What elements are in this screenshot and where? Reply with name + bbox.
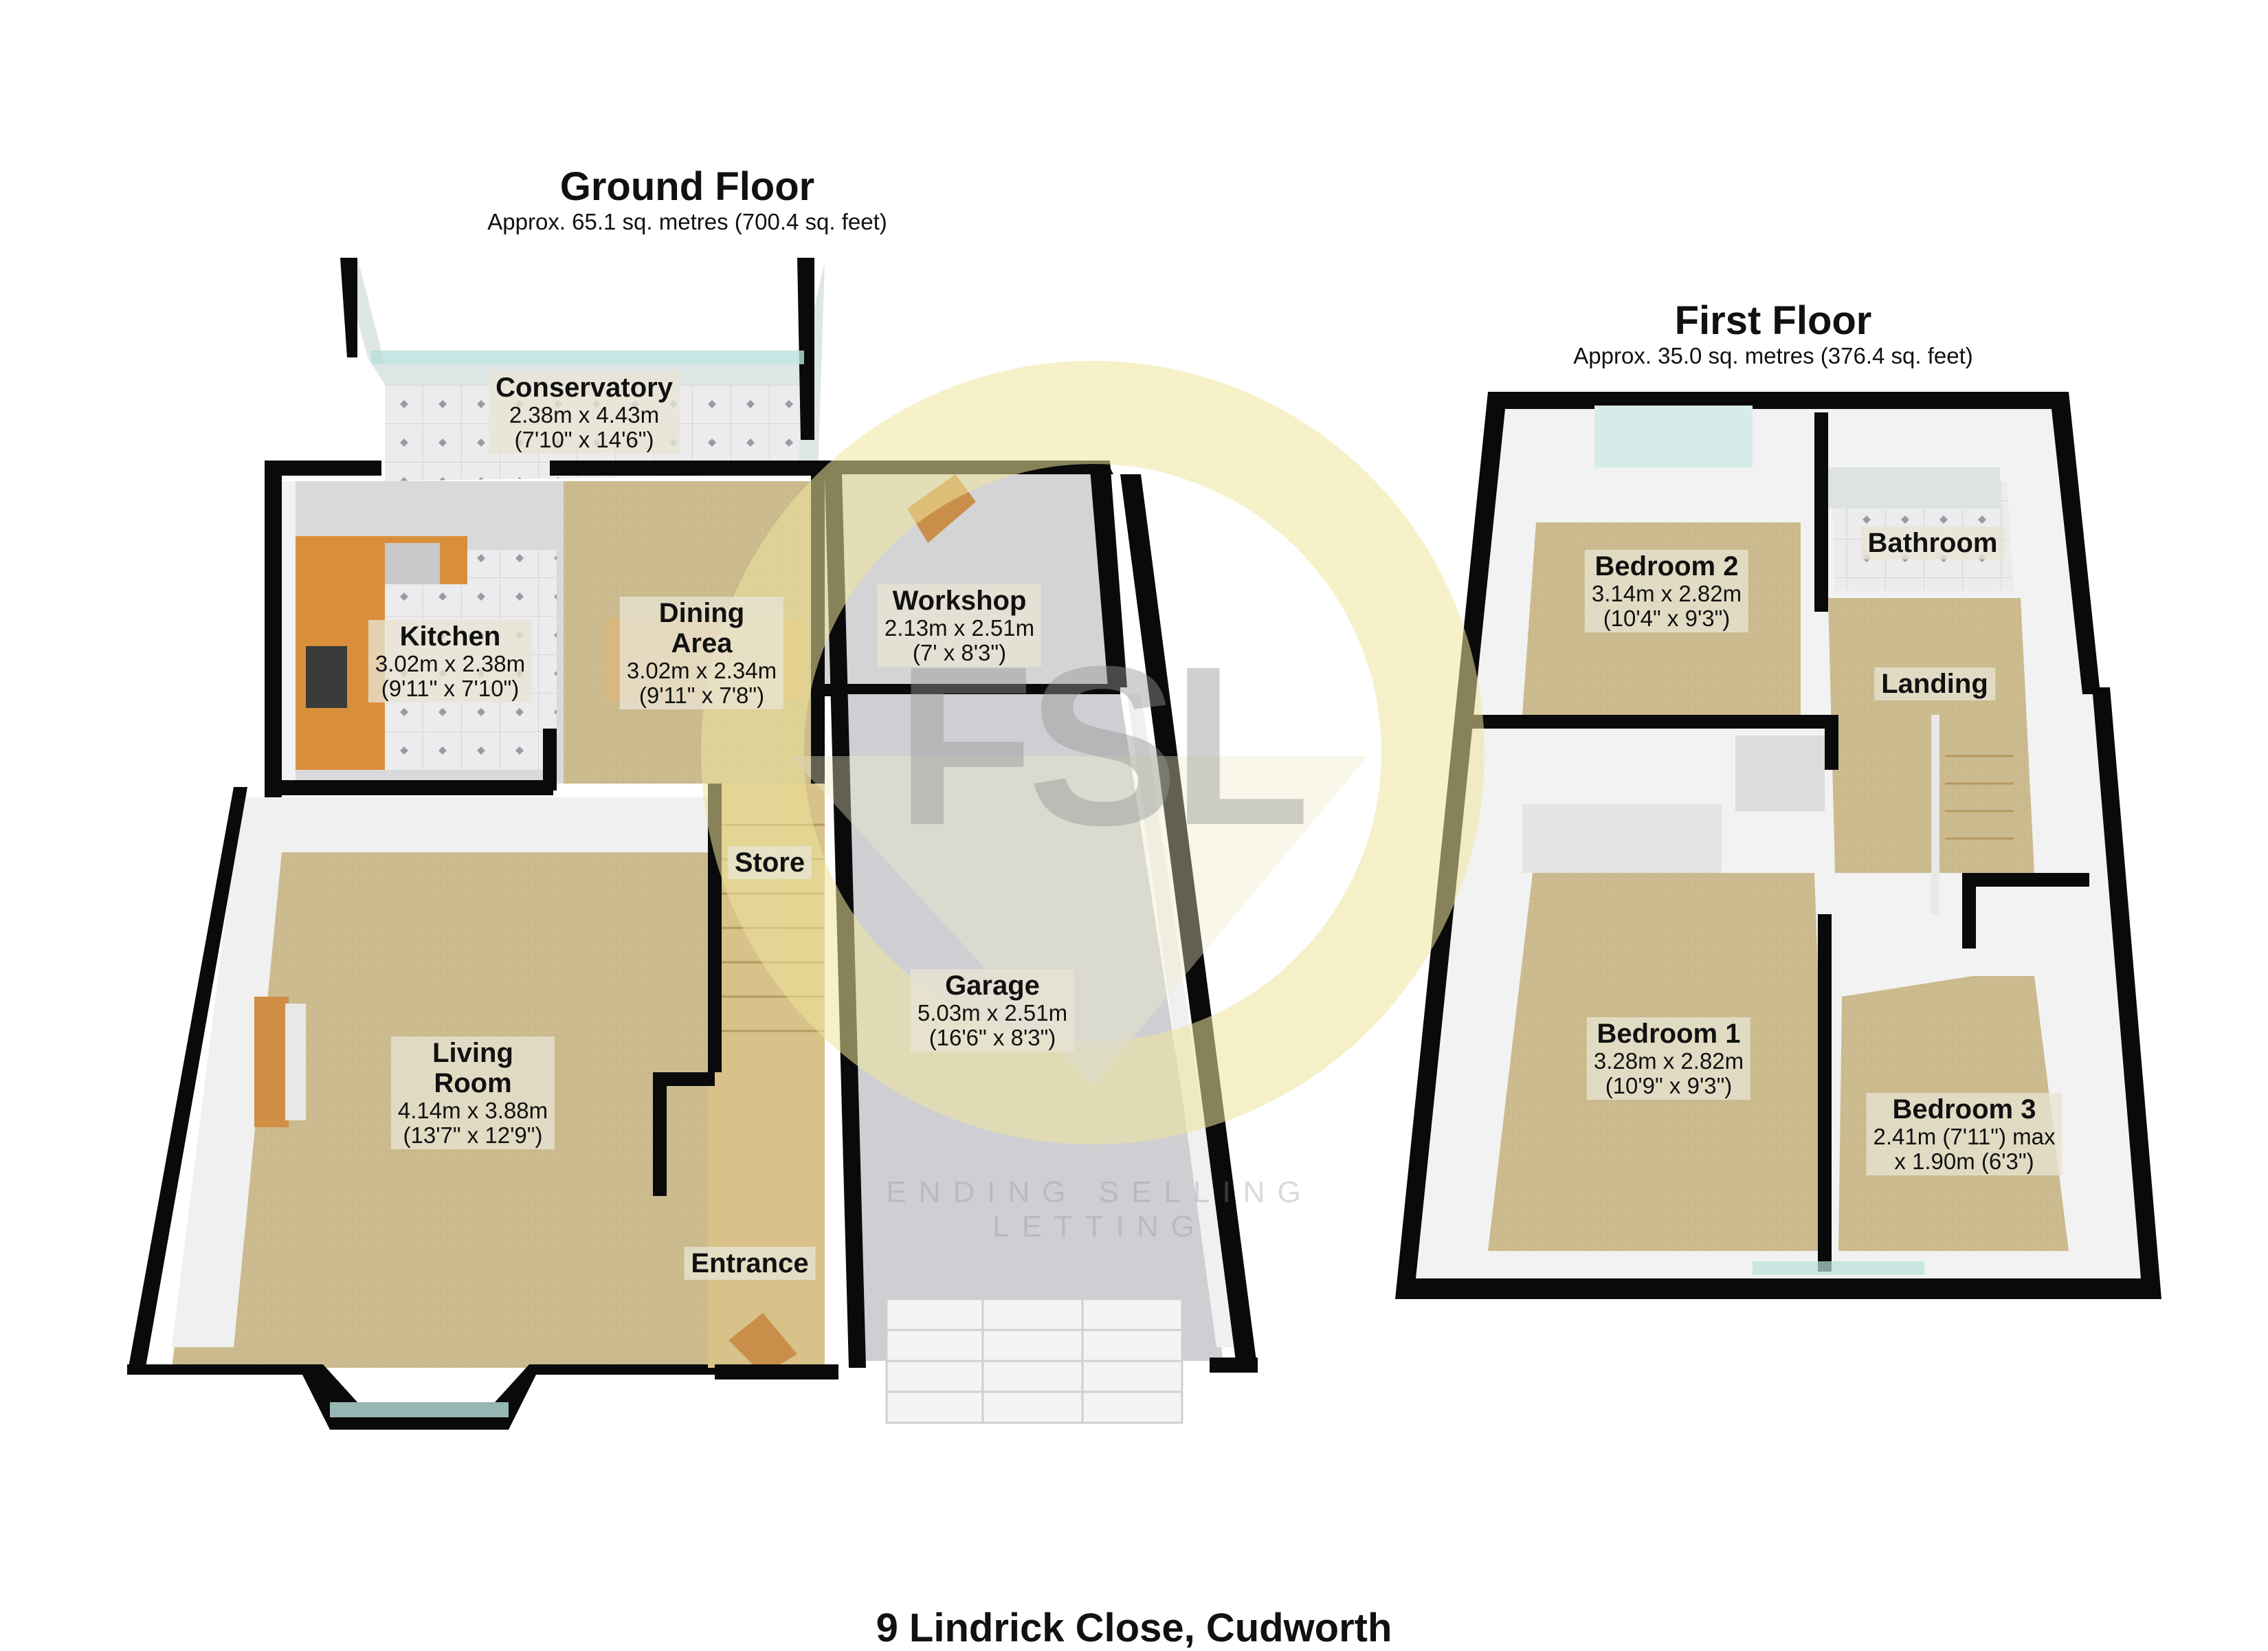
fireplace bbox=[254, 997, 289, 1127]
room-size-metric: 2.13m x 2.51m bbox=[884, 615, 1035, 641]
room-size-imperial: (7'10" x 14'6") bbox=[514, 427, 654, 452]
first-floor-stairs bbox=[1945, 755, 2014, 840]
room-name: Bathroom bbox=[1867, 528, 1998, 558]
room-size-imperial: (9'11" x 7'10") bbox=[381, 676, 520, 701]
room-name: Garage bbox=[945, 971, 1040, 1001]
room-label-living-room: Living Room 4.14m x 3.88m (13'7" x 12'9"… bbox=[390, 1037, 555, 1149]
room-size-metric: 3.02m x 2.34m bbox=[626, 658, 777, 683]
room-name: Bedroom 2 bbox=[1594, 551, 1739, 581]
room-size-imperial: (10'9" x 9'3") bbox=[1605, 1073, 1733, 1098]
room-label-garage: Garage 5.03m x 2.51m (16'6" x 8'3") bbox=[910, 969, 1075, 1052]
conservatory-wall bbox=[340, 258, 825, 474]
room-name: Store bbox=[734, 847, 805, 878]
room-name: Living Room bbox=[432, 1038, 513, 1098]
ground-floor-header: Ground Floor Approx. 65.1 sq. metres (70… bbox=[412, 165, 962, 235]
first-floor-title: First Floor bbox=[1674, 298, 1872, 343]
entrance-floor bbox=[708, 1072, 825, 1368]
front-door bbox=[729, 1313, 797, 1375]
room-name: Dining Area bbox=[658, 598, 745, 658]
room-size-metric: 3.14m x 2.82m bbox=[1591, 581, 1742, 606]
room-size-metric: 5.03m x 2.51m bbox=[917, 1000, 1068, 1026]
room-size-metric: 2.41m (7'11") max bbox=[1873, 1124, 2056, 1149]
room-name: Landing bbox=[1881, 669, 1988, 699]
room-size-metric: 3.02m x 2.38m bbox=[375, 651, 526, 676]
first-floor-area: Approx. 35.0 sq. metres (376.4 sq. feet) bbox=[1573, 343, 1973, 368]
room-label-entrance: Entrance bbox=[684, 1247, 816, 1280]
property-address: 9 Lindrick Close, Cudworth bbox=[876, 1606, 1392, 1650]
room-size-imperial: (10'4" x 9'3") bbox=[1603, 606, 1731, 631]
room-size-imperial: (9'11" x 7'8") bbox=[638, 683, 765, 708]
first-floor-header: First Floor Approx. 35.0 sq. metres (376… bbox=[1498, 299, 2048, 369]
room-label-conservatory: Conservatory 2.38m x 4.43m (7'10" x 14'6… bbox=[489, 371, 680, 454]
room-label-kitchen: Kitchen 3.02m x 2.38m (9'11" x 7'10") bbox=[368, 620, 533, 702]
room-label-bathroom: Bathroom bbox=[1860, 527, 2005, 559]
bay-window bbox=[127, 1364, 715, 1430]
room-label-bedroom-2: Bedroom 2 3.14m x 2.82m (10'4" x 9'3") bbox=[1584, 550, 1749, 632]
room-label-workshop: Workshop 2.13m x 2.51m (7' x 8'3") bbox=[877, 584, 1042, 667]
watermark-letters: FSL bbox=[896, 619, 1310, 872]
room-size-imperial: x 1.90m (6'3") bbox=[1894, 1149, 2034, 1174]
room-label-bedroom-3: Bedroom 3 2.41m (7'11") max x 1.90m (6'3… bbox=[1866, 1093, 2063, 1175]
room-name: Entrance bbox=[691, 1248, 809, 1278]
room-label-bedroom-1: Bedroom 1 3.28m x 2.82m (10'9" x 9'3") bbox=[1586, 1017, 1751, 1100]
room-name: Bedroom 3 bbox=[1892, 1094, 2036, 1124]
room-size-imperial: (7' x 8'3") bbox=[912, 640, 1007, 665]
room-size-metric: 3.28m x 2.82m bbox=[1593, 1048, 1744, 1074]
room-label-store: Store bbox=[727, 846, 812, 879]
room-size-imperial: (13'7" x 12'9") bbox=[403, 1122, 543, 1148]
room-label-dining-area: Dining Area 3.02m x 2.34m (9'11" x 7'8") bbox=[619, 597, 784, 709]
watermark-ring-text: ENDING SELLING LETTING bbox=[886, 1175, 1313, 1243]
room-label-landing: Landing bbox=[1874, 667, 1995, 700]
room-name: Workshop bbox=[892, 586, 1027, 616]
room-name: Kitchen bbox=[399, 621, 501, 652]
room-name: Bedroom 1 bbox=[1597, 1019, 1741, 1049]
ground-floor-area: Approx. 65.1 sq. metres (700.4 sq. feet) bbox=[487, 209, 887, 234]
room-size-metric: 2.38m x 4.43m bbox=[509, 402, 660, 428]
ground-floor-title: Ground Floor bbox=[559, 164, 815, 209]
watermark-logo bbox=[701, 361, 1485, 1144]
room-size-metric: 4.14m x 3.88m bbox=[397, 1098, 548, 1123]
room-name: Conservatory bbox=[496, 373, 673, 403]
room-size-imperial: (16'6" x 8'3") bbox=[929, 1025, 1056, 1050]
